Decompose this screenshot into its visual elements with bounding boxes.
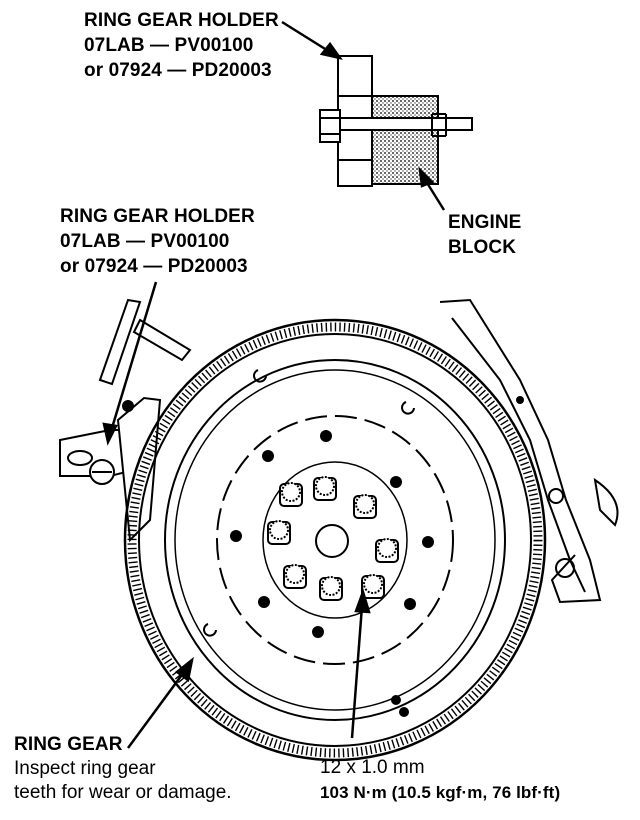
leader-holder-left: [102, 281, 158, 446]
leader-engine-block: [418, 166, 446, 211]
dowel-marks: [203, 369, 415, 717]
bolt-6: [283, 564, 307, 589]
holder-top-title: RING GEAR HOLDER: [84, 10, 279, 31]
bolt-2: [313, 476, 337, 501]
holder-bolt-head: [319, 109, 341, 143]
ring-gear-label: RING GEAR Inspect ring gear teeth for we…: [14, 732, 232, 805]
bolt-3: [353, 494, 377, 519]
housing-outline: [439, 298, 619, 604]
ring-gear-note2: teeth for wear or damage.: [14, 782, 232, 803]
holder-left-label: RING GEAR HOLDER 07LAB — PV00100 or 0792…: [60, 204, 255, 279]
holder-top-label: RING GEAR HOLDER 07LAB — PV00100 or 0792…: [84, 8, 279, 83]
engine-block-line1: ENGINE: [448, 212, 522, 233]
leader-holder-top: [281, 20, 343, 60]
bolt-8: [361, 574, 385, 599]
clutch-face: [216, 415, 454, 665]
bolt-spec-label: 12 x 1.0 mm 103 N·m (10.5 kgf·m, 76 lbf·…: [320, 756, 560, 805]
holder-left-part2: or 07924 — PD20003: [60, 256, 248, 277]
engine-block-label: ENGINE BLOCK: [448, 210, 521, 260]
holder-left-title: RING GEAR HOLDER: [60, 206, 255, 227]
leader-bolt-spec: [350, 588, 371, 739]
bolt-torque: 103 N·m (10.5 kgf·m, 76 lbf·ft): [320, 783, 561, 802]
hub: [262, 461, 408, 619]
crank-bolts: [267, 476, 399, 601]
center-bore: [315, 524, 349, 558]
ring-gear-title: RING GEAR: [14, 734, 123, 755]
engine-block-section: [371, 95, 439, 185]
ring-gear-outer: [123, 318, 547, 762]
holder-bracket: [59, 298, 192, 543]
holder-detail-view: [319, 55, 473, 187]
bolt-4: [267, 520, 291, 545]
holder-top-part2: or 07924 — PD20003: [84, 60, 272, 81]
holder-left-part1: 07LAB — PV00100: [60, 231, 230, 252]
flywheel: [123, 318, 547, 762]
bolt-5: [375, 538, 399, 563]
ring-gear-inner: [138, 333, 532, 747]
bolt-1: [279, 482, 303, 507]
ring-gear-teeth: [127, 322, 543, 758]
holder-bolt-shank: [339, 117, 473, 131]
holder-top-part1: 07LAB — PV00100: [84, 35, 254, 56]
engine-block-line2: BLOCK: [448, 237, 517, 258]
ring-gear-note1: Inspect ring gear: [14, 758, 156, 779]
outer-holes: [230, 430, 434, 638]
leader-ring-gear: [126, 656, 194, 749]
flywheel-rim: [164, 359, 506, 721]
bolt-7: [319, 576, 343, 601]
bolt-size: 12 x 1.0 mm: [320, 757, 425, 778]
